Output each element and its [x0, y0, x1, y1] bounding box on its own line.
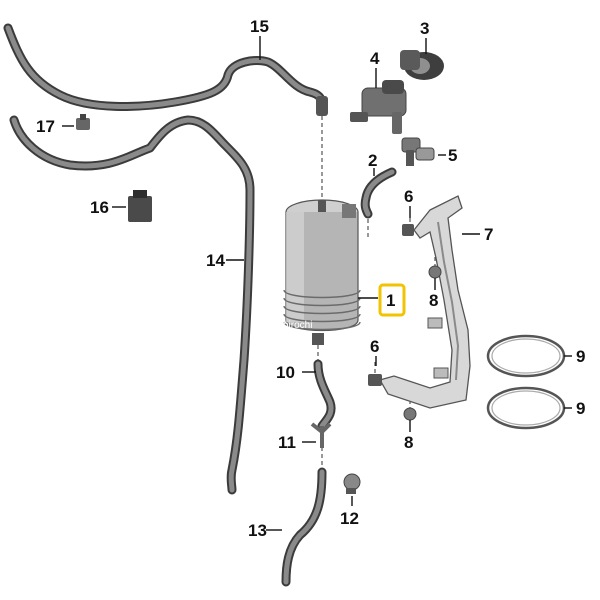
callout-10: 10 — [276, 363, 295, 382]
canister-1 — [283, 199, 361, 345]
clamp-9-lower — [486, 386, 566, 430]
grommet-3 — [400, 50, 444, 80]
callout-1: 1 — [386, 291, 395, 310]
callout-1-highlight — [378, 283, 406, 317]
callout-5: 5 — [448, 146, 457, 165]
callout-13: 13 — [248, 521, 267, 540]
watermark-text: hirochi — [283, 320, 312, 331]
nut-8-upper — [428, 265, 442, 279]
callout-2: 2 — [368, 151, 377, 170]
hose-13 — [281, 467, 327, 587]
callout-9a: 9 — [576, 347, 585, 366]
callout-9b: 9 — [576, 399, 585, 418]
clip-6-upper — [402, 224, 414, 236]
clamp-9-upper — [486, 334, 566, 378]
nut-8-lower — [403, 407, 417, 421]
callout-6a: 6 — [404, 187, 413, 206]
callout-12: 12 — [340, 509, 359, 528]
hose-15 — [3, 23, 328, 116]
hose-10 — [313, 359, 336, 431]
connector-16 — [128, 190, 152, 222]
callout-labels: 1 2 3 4 5 6 7 8 6 8 9 9 10 11 12 13 14 1… — [36, 17, 585, 540]
callout-6b: 6 — [370, 337, 379, 356]
hose-14 — [9, 115, 255, 495]
callout-4: 4 — [370, 49, 380, 68]
connector-5 — [401, 137, 435, 166]
callout-14: 14 — [206, 251, 225, 270]
callout-11: 11 — [278, 433, 296, 452]
plug-12 — [343, 473, 361, 494]
clip-6-lower — [368, 374, 382, 386]
callout-7: 7 — [484, 225, 493, 244]
hose-2 — [360, 167, 397, 219]
callout-17: 17 — [36, 117, 55, 136]
bracket-7 — [379, 195, 471, 409]
callout-8a: 8 — [429, 291, 438, 310]
callout-8b: 8 — [404, 433, 413, 452]
callout-15: 15 — [250, 17, 269, 36]
callout-3: 3 — [420, 19, 429, 38]
clip-17 — [76, 114, 90, 130]
leader-lines — [62, 36, 572, 531]
connector-11 — [310, 422, 332, 448]
callout-16: 16 — [90, 198, 109, 217]
valve-4 — [350, 80, 407, 134]
